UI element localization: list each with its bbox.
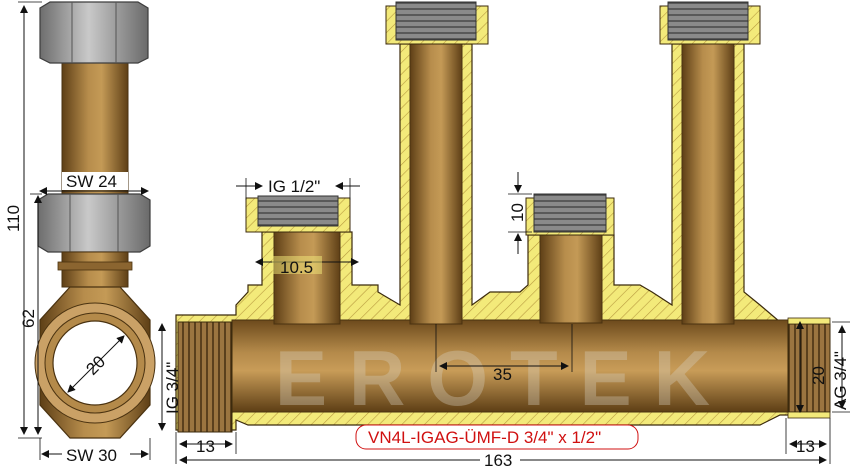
dim-total-length: 163: [484, 451, 512, 467]
left-dimensions: 110 62 SW 24 SW 30: [4, 1, 151, 465]
dim-right-length: 13: [796, 437, 815, 456]
outlet-2: [385, 1, 489, 325]
dim-main-bore: 20: [809, 366, 828, 385]
dim-sw-top: SW 24: [66, 172, 117, 191]
side-view: 20: [34, 1, 156, 439]
dim-height-total: 110: [4, 205, 23, 232]
product-code: VN4L-IGAG-ÜMF-D 3/4" x 1/2": [368, 428, 601, 447]
product-label: VN4L-IGAG-ÜMF-D 3/4" x 1/2": [355, 424, 639, 450]
dim-inlet-thread: IG 3/4": [163, 362, 182, 414]
dim-spacing: 35: [493, 365, 512, 384]
dim-outlet-main-thread: AG 3/4": [831, 351, 850, 410]
manifold-dimensions: IG 1/2" 10.5 10 35 IG 3/4" 20 AG 3/4" 13: [158, 172, 850, 467]
dim-thread-length: 10: [508, 203, 527, 222]
outlet-3: [525, 193, 615, 324]
dim-sw-bottom: SW 30: [66, 446, 117, 465]
middle-nut: [37, 193, 151, 253]
dim-left-length: 13: [196, 437, 215, 456]
top-nut: [39, 1, 149, 64]
outlet-1: [245, 195, 351, 325]
outlet-4: [659, 1, 761, 325]
dim-height-center: 62: [19, 309, 38, 328]
dim-outlet-bore: 10.5: [280, 258, 313, 277]
dim-outlet-thread: IG 1/2": [268, 177, 320, 196]
watermark: EROTEK: [275, 334, 732, 422]
